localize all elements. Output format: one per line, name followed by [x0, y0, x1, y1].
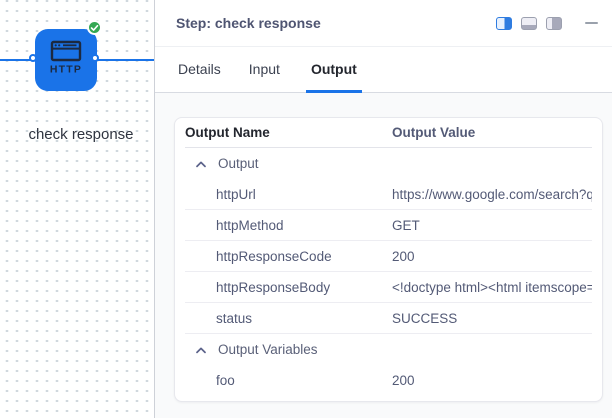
- panel-tabbar: Details Input Output: [155, 47, 612, 93]
- minimize-icon: [585, 22, 598, 24]
- table-row: httpUrl https://www.google.com/search?q=: [185, 179, 592, 210]
- group-label: Output: [218, 156, 259, 171]
- tab-details[interactable]: Details: [176, 47, 223, 93]
- row-value: https://www.google.com/search?q=: [392, 186, 592, 202]
- column-header-output-name: Output Name: [185, 125, 270, 140]
- row-value: GET: [392, 217, 420, 233]
- layout-bottom-panel-icon[interactable]: [521, 16, 537, 30]
- workflow-canvas[interactable]: HTTP check response: [0, 0, 154, 418]
- table-row: httpResponseBody <!doctype html><html it…: [185, 272, 592, 303]
- row-value: 200: [392, 373, 415, 388]
- row-name: httpResponseBody: [216, 279, 331, 295]
- node-output-port[interactable]: [91, 54, 99, 62]
- minimize-panel-button[interactable]: [584, 18, 599, 28]
- node-input-port[interactable]: [29, 54, 37, 62]
- tab-content-output: Output Name Output Value Output httpUrl …: [155, 93, 612, 418]
- row-name: status: [216, 310, 253, 326]
- workflow-node-http[interactable]: HTTP check response: [28, 20, 134, 143]
- group-label: Output Variables: [218, 342, 318, 357]
- chevron-up-icon[interactable]: [196, 161, 206, 168]
- success-check-icon: [87, 20, 102, 35]
- http-browser-icon: HTTP: [47, 39, 85, 82]
- panel-title: Step: check response: [176, 15, 321, 31]
- svg-text:HTTP: HTTP: [50, 63, 82, 75]
- column-header-output-value: Output Value: [392, 125, 476, 140]
- chevron-up-icon[interactable]: [196, 347, 206, 354]
- panel-header: Step: check response: [155, 0, 612, 47]
- output-table-card: Output Name Output Value Output httpUrl …: [174, 117, 603, 402]
- layout-split-view-icon[interactable]: [496, 16, 512, 30]
- row-value: 200: [392, 248, 415, 264]
- row-name: httpResponseCode: [216, 248, 332, 264]
- row-name: httpUrl: [216, 186, 256, 202]
- row-name: foo: [216, 373, 235, 388]
- layout-right-panel-icon[interactable]: [546, 16, 562, 30]
- row-value: <!doctype html><html itemscope=": [392, 279, 592, 295]
- tab-input[interactable]: Input: [247, 47, 282, 93]
- step-detail-panel: Step: check response Details Input Outpu…: [154, 0, 612, 418]
- group-row-output-variables[interactable]: Output Variables: [185, 334, 592, 365]
- group-row-output[interactable]: Output: [185, 148, 592, 179]
- tab-output[interactable]: Output: [305, 47, 362, 93]
- node-label: check response: [28, 126, 134, 143]
- table-row: foo 200: [185, 365, 592, 396]
- table-row: httpMethod GET: [185, 210, 592, 241]
- row-value: SUCCESS: [392, 310, 458, 326]
- table-row: status SUCCESS: [185, 303, 592, 334]
- row-name: httpMethod: [216, 217, 284, 233]
- panel-layout-controls: [496, 16, 599, 30]
- table-row: httpResponseCode 200: [185, 241, 592, 272]
- table-header-row: Output Name Output Value: [185, 118, 592, 148]
